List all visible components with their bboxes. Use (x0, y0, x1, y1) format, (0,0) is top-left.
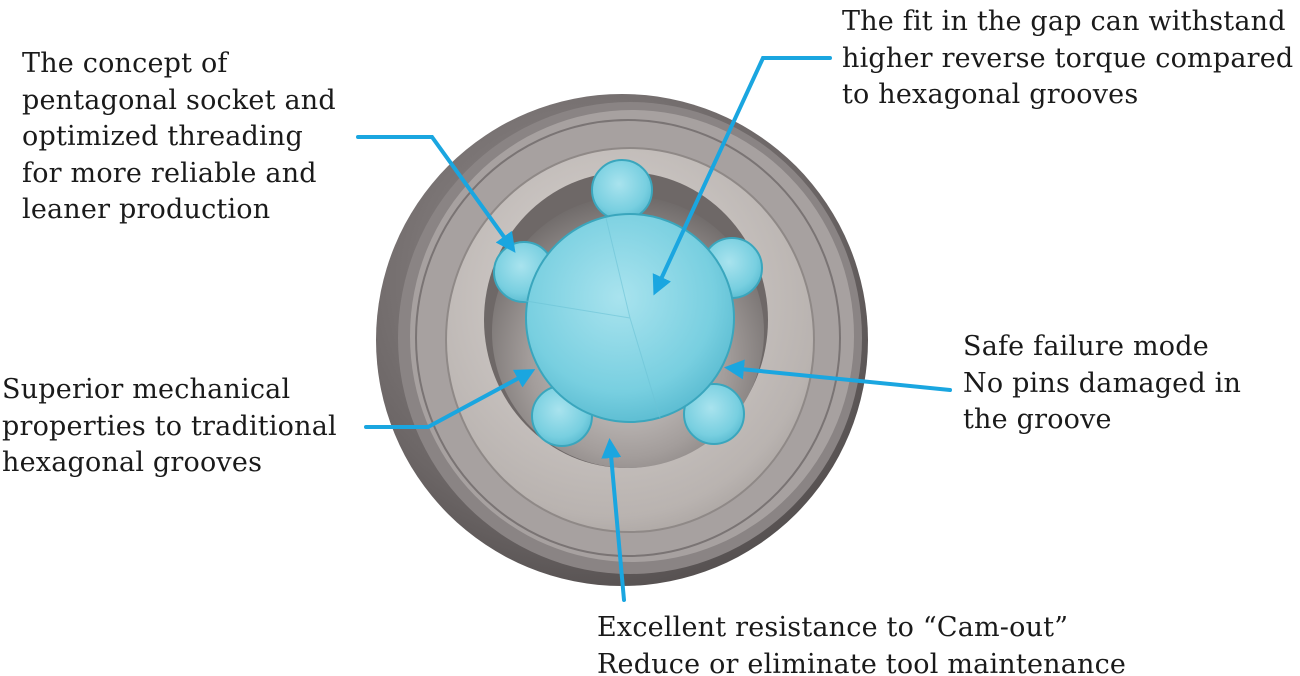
callout-line: the groove (963, 404, 1112, 435)
callout-line: No pins damaged in (963, 367, 1242, 399)
pentalobe-bit (493, 159, 763, 447)
callout-mechanical-properties: Superior mechanical properties to tradit… (2, 372, 337, 482)
leader-camout (601, 438, 626, 602)
leader-failure (724, 359, 952, 392)
callout-line: Superior mechanical (2, 374, 291, 405)
callout-cam-out: Excellent resistance to “Cam-out” Reduce… (597, 610, 1126, 676)
callout-line: leaner production (22, 194, 271, 225)
callout-line: The fit in the gap can withstand (842, 6, 1286, 37)
callout-pentagonal-socket: The concept of pentagonal socket and opt… (22, 46, 336, 229)
callout-reverse-torque: The fit in the gap can withstand higher … (842, 4, 1293, 114)
callout-line: Reduce or eliminate tool maintenance (597, 648, 1127, 676)
leader-lines (356, 56, 952, 602)
leader-mechanical (364, 369, 536, 429)
callout-line: optimized threading (22, 121, 303, 152)
callout-safe-failure: Safe failure mode No pins damaged in the… (963, 329, 1241, 439)
callout-line: Excellent resistance to “Cam-out” (597, 612, 1069, 643)
callout-line: to hexagonal grooves (842, 79, 1139, 110)
callout-line: for more reliable and (22, 157, 317, 189)
callout-line: higher reverse torque compared (842, 42, 1294, 74)
callout-line: The concept of (22, 48, 228, 79)
callout-line: properties to traditional (2, 410, 337, 442)
leader-reverse-torque (652, 56, 832, 296)
leader-pentagonal (356, 135, 516, 253)
callout-line: Safe failure mode (963, 331, 1209, 362)
callout-line: pentagonal socket and (22, 84, 336, 116)
callout-line: hexagonal grooves (2, 447, 263, 478)
